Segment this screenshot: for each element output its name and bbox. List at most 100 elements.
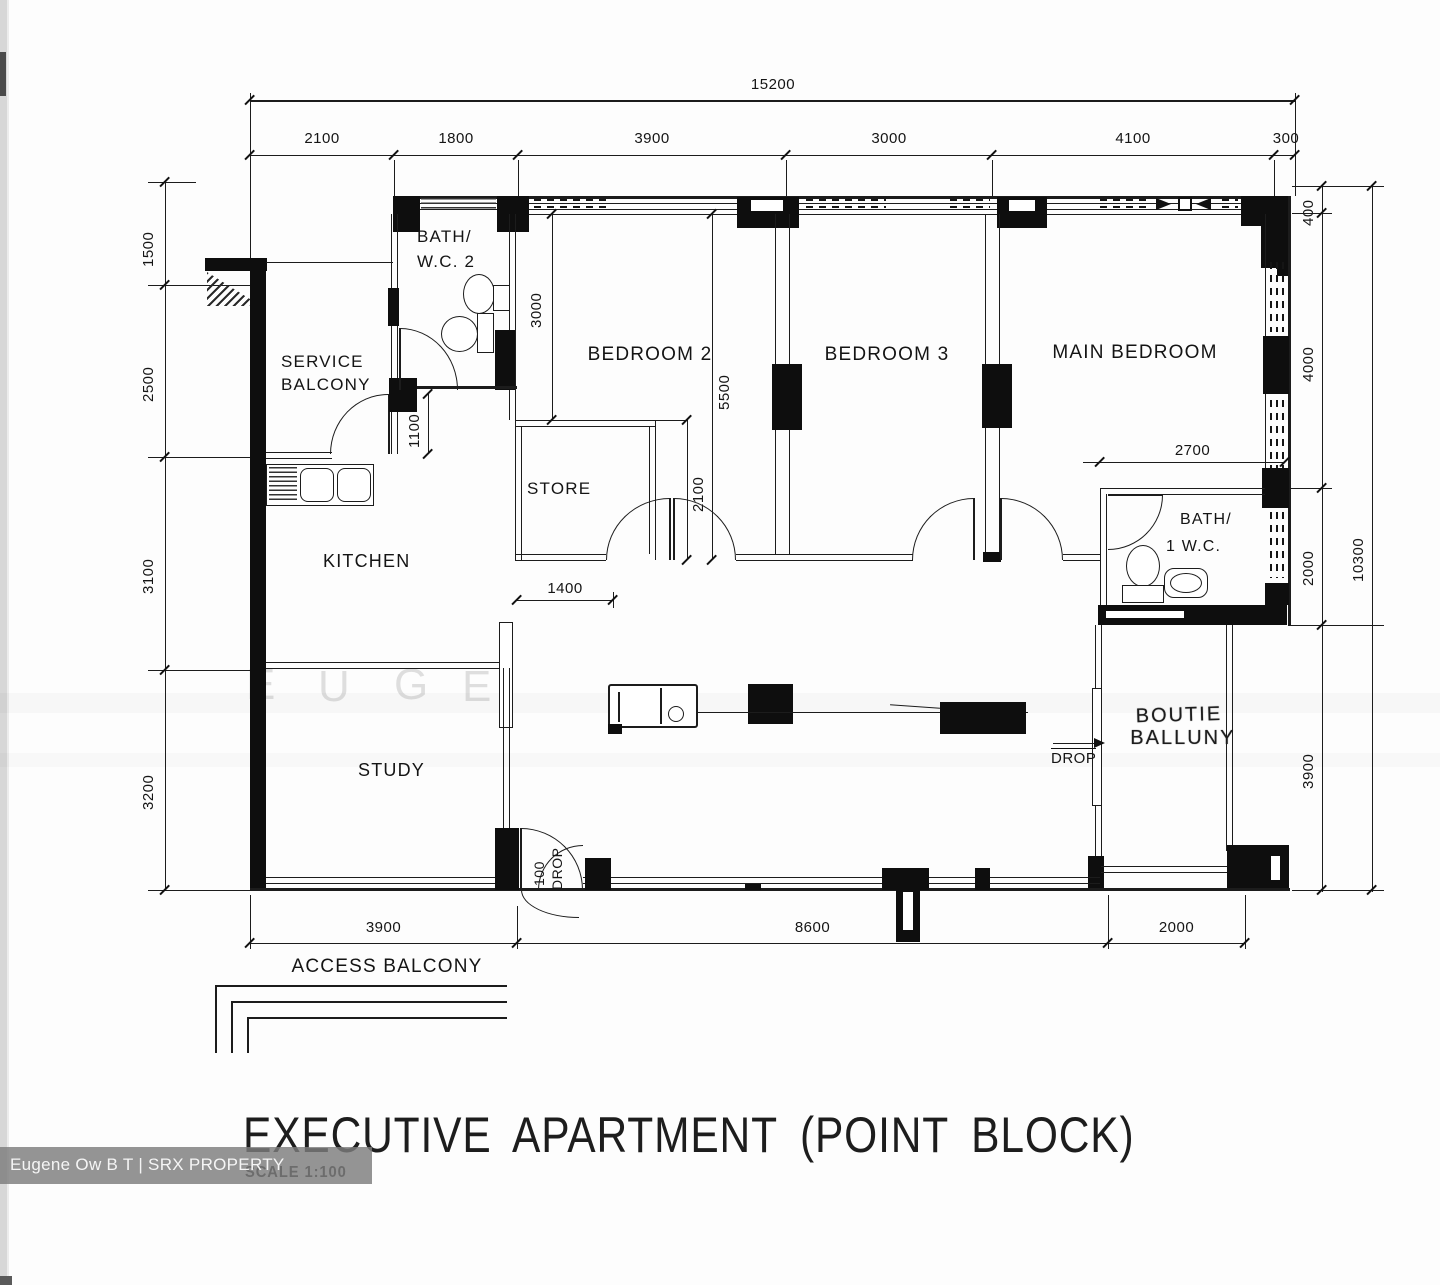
dim-label: 2100 — [690, 476, 707, 512]
wall-segment — [1063, 560, 1100, 562]
dim-label: 3100 — [140, 558, 157, 594]
wall-segment — [397, 214, 399, 454]
wall-segment — [266, 452, 332, 454]
triangle-right-icon — [1156, 198, 1171, 210]
wall-segment — [515, 426, 655, 428]
dim-ext — [1292, 890, 1384, 891]
door-swing-arc — [1108, 495, 1163, 550]
window-dashes — [1222, 206, 1238, 208]
wall-segment — [1288, 196, 1291, 626]
door-leaf — [669, 498, 671, 560]
column-block — [1265, 583, 1289, 605]
furniture-block — [940, 702, 1026, 734]
dim-line — [1083, 462, 1285, 464]
window-dashes — [950, 199, 990, 201]
window-dashes — [806, 206, 886, 208]
door-swing-arc — [521, 890, 579, 918]
bath1-label: BATH/ 1 W.C. — [1166, 506, 1232, 560]
column-block — [1262, 468, 1289, 508]
wall-segment — [583, 877, 1100, 878]
dim-ext — [148, 457, 266, 458]
party-wall — [250, 258, 266, 890]
main-bedroom-label: MAIN BEDROOM — [1052, 342, 1218, 363]
drop-arrow-line — [1053, 743, 1097, 745]
pillar-slot — [903, 892, 913, 930]
label-line: W.C. 2 — [417, 252, 476, 271]
wall-segment — [1100, 488, 1102, 625]
window-dashes — [534, 199, 606, 201]
arrow-right-icon — [1094, 738, 1105, 748]
label-line: BATH/ — [417, 227, 472, 246]
column-block — [495, 828, 519, 890]
wall-segment — [509, 668, 511, 828]
wall-segment — [509, 214, 511, 420]
access-balcony-line — [215, 985, 217, 1053]
wall-segment — [1163, 494, 1265, 496]
column-block — [772, 364, 802, 430]
dim-ext — [634, 420, 687, 421]
wall-segment — [517, 214, 1265, 215]
cabinet-detail — [660, 688, 662, 724]
study-label: STUDY — [358, 760, 426, 780]
wall-slot — [1106, 611, 1184, 618]
dim-label: 2000 — [1300, 550, 1317, 586]
window-dashes — [1100, 206, 1148, 208]
label-line: BALLUNY — [1130, 726, 1236, 749]
window-dashes — [1282, 262, 1284, 332]
column-block — [495, 330, 515, 390]
dim-label: 3900 — [1300, 753, 1317, 789]
toilet-cistern — [477, 313, 494, 353]
wall-segment — [1232, 625, 1234, 851]
wall-segment — [521, 426, 523, 560]
wall-stub — [499, 622, 513, 728]
service-balcony-label: SERVICE BALCONY — [281, 350, 371, 396]
wall-segment — [736, 554, 790, 556]
dim-ext — [992, 160, 993, 196]
cabinet-knob — [668, 706, 684, 722]
wall-segment — [515, 554, 606, 556]
dim-line-top-chain — [250, 155, 1296, 157]
wall-segment — [393, 196, 1290, 199]
column-block — [1088, 856, 1104, 890]
label-line: BOUTIE — [1135, 702, 1223, 728]
window-dashes — [1100, 199, 1148, 201]
counter-fixture — [493, 285, 510, 311]
access-balcony-line — [231, 1001, 233, 1053]
dim-label: 3000 — [871, 130, 907, 147]
dim-label: 2100 — [304, 130, 340, 147]
column-block — [497, 196, 529, 232]
louvre-hatch — [421, 198, 496, 211]
drop-label: DROP — [1051, 748, 1097, 767]
dim-line — [428, 394, 430, 454]
window-dashes — [1270, 512, 1272, 578]
access-balcony-label: ACCESS BALCONY — [291, 956, 483, 977]
watermark-badge: Eugene Ow B T | SRX PROPERTY — [0, 1147, 372, 1184]
access-balcony-line — [247, 1017, 507, 1019]
dim-ext — [517, 906, 518, 949]
furniture-block — [748, 684, 793, 724]
page-edge-strip-inner — [7, 0, 9, 1285]
cabinet-foot — [608, 724, 622, 734]
wall-segment — [583, 883, 1100, 884]
dim-ext — [613, 592, 614, 608]
dim-label: 2500 — [140, 366, 157, 402]
wall-segment — [398, 209, 1290, 210]
dim-label: 1800 — [438, 130, 474, 147]
dim-ext — [1108, 895, 1109, 949]
dim-label: 3200 — [140, 774, 157, 810]
dim-label: 2000 — [1158, 919, 1195, 936]
toilet-fixture — [1126, 545, 1160, 587]
window-dashes — [1282, 512, 1284, 578]
wall-segment — [789, 554, 913, 556]
dim-label: 3900 — [365, 919, 402, 936]
dim-ext — [518, 160, 519, 196]
dim-line-bottom-chain — [250, 943, 1246, 945]
dim-ext — [1288, 625, 1384, 626]
label-line: SERVICE — [281, 352, 364, 371]
cabinet-detail — [618, 692, 620, 722]
dim-ext — [786, 160, 787, 196]
store-label: STORE — [527, 479, 592, 498]
access-balcony-line — [215, 985, 507, 987]
sink-basin — [300, 468, 334, 502]
